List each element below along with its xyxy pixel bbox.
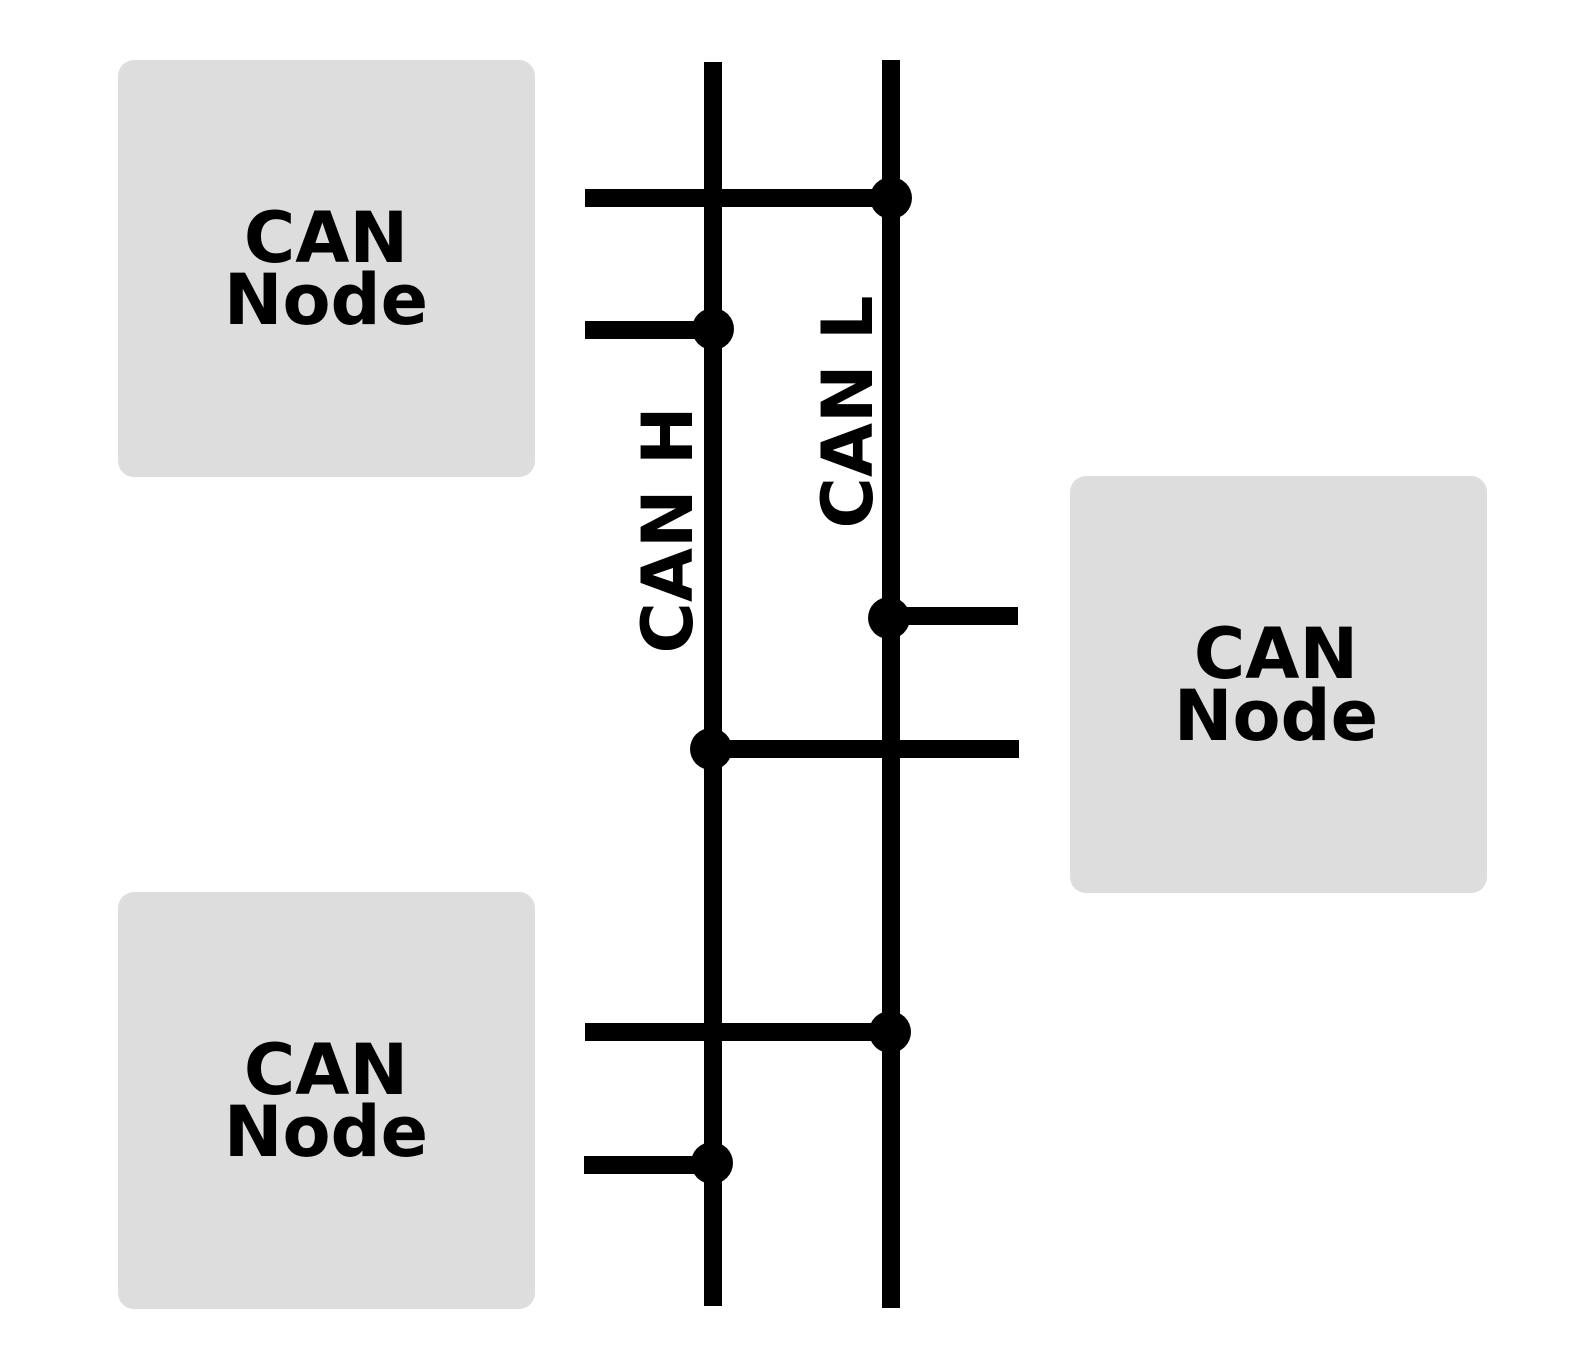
node-label-line1: CAN [1194,613,1358,695]
node-label-line2: Node [1174,675,1378,757]
node-label-line1: CAN [244,1029,408,1111]
node-label-line1: CAN [244,197,408,279]
node-label-line2: Node [224,1091,428,1173]
junction-dot [690,728,732,770]
can-node-box-bottom-left [118,892,535,1309]
can-node-label-top-left: CAN Node [224,197,428,341]
junction-dot [868,597,910,639]
can-l-label: CAN L [807,295,889,528]
can-node-box-top-left [118,60,535,477]
junction-dot [869,1011,911,1053]
junction-dot [870,177,912,219]
can-node-label-right: CAN Node [1174,613,1378,757]
can-node-box-right [1070,476,1487,893]
can-h-label: CAN H [627,406,709,653]
node-label-line2: Node [224,259,428,341]
junction-dot [691,1142,733,1184]
junction-dot [692,308,734,350]
can-node-label-bottom-left: CAN Node [224,1029,428,1173]
